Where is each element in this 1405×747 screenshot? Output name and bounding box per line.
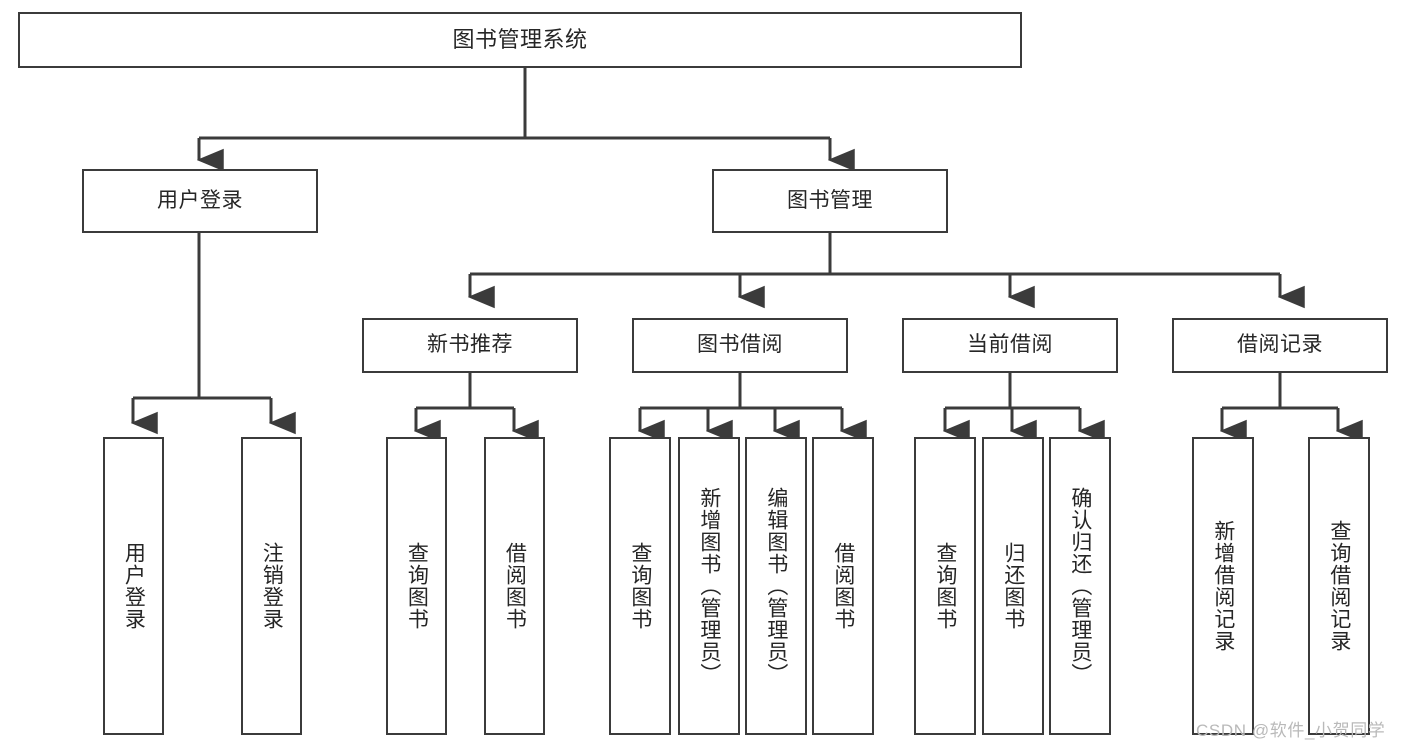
node-label: 新书推荐: [427, 333, 513, 357]
node-label: 用户登录: [157, 188, 243, 212]
node-label: 查询图书: [628, 542, 652, 630]
node-root-system[interactable]: 图书管理系统: [18, 12, 1022, 68]
leaf-user-logout[interactable]: 注销登录: [241, 437, 302, 735]
node-label: 查询借阅记录: [1327, 520, 1351, 652]
node-label: 图书借阅: [697, 333, 783, 357]
leaf-add-book-admin[interactable]: 新增图书（管理员）: [678, 437, 740, 735]
node-label: 图书管理: [787, 188, 873, 212]
node-label: 当前借阅: [967, 333, 1053, 357]
leaf-query-book-current[interactable]: 查询图书: [914, 437, 976, 735]
node-label: 归还图书: [1001, 542, 1025, 630]
leaf-edit-book-admin[interactable]: 编辑图书（管理员）: [745, 437, 807, 735]
node-label: 查询图书: [933, 542, 957, 630]
node-label: 编辑图书（管理员）: [764, 487, 788, 685]
node-label: 注销登录: [260, 542, 284, 630]
node-label: 确认归还（管理员）: [1068, 487, 1092, 685]
node-label: 借阅图书: [831, 542, 855, 630]
leaf-return-book[interactable]: 归还图书: [982, 437, 1044, 735]
leaf-borrow-book[interactable]: 借阅图书: [812, 437, 874, 735]
node-borrow-records[interactable]: 借阅记录: [1172, 318, 1388, 373]
node-book-borrow[interactable]: 图书借阅: [632, 318, 848, 373]
node-label: 借阅图书: [503, 542, 527, 630]
node-label: 新增图书（管理员）: [697, 487, 721, 685]
node-label: 借阅记录: [1237, 333, 1323, 357]
node-book-management[interactable]: 图书管理: [712, 169, 948, 233]
leaf-confirm-return-admin[interactable]: 确认归还（管理员）: [1049, 437, 1111, 735]
leaf-borrow-book-recommend[interactable]: 借阅图书: [484, 437, 545, 735]
node-new-book-recommend[interactable]: 新书推荐: [362, 318, 578, 373]
node-label: 新增借阅记录: [1211, 520, 1235, 652]
leaf-query-book-borrow[interactable]: 查询图书: [609, 437, 671, 735]
leaf-query-book-recommend[interactable]: 查询图书: [386, 437, 447, 735]
leaf-query-borrow-record[interactable]: 查询借阅记录: [1308, 437, 1370, 735]
node-label: 查询图书: [405, 542, 429, 630]
node-current-borrow[interactable]: 当前借阅: [902, 318, 1118, 373]
node-user-login[interactable]: 用户登录: [82, 169, 318, 233]
node-label: 用户登录: [122, 542, 146, 630]
leaf-add-borrow-record[interactable]: 新增借阅记录: [1192, 437, 1254, 735]
watermark: CSDN @软件_小贺同学: [1196, 721, 1386, 740]
node-label: 图书管理系统: [452, 27, 588, 53]
leaf-user-login[interactable]: 用户登录: [103, 437, 164, 735]
